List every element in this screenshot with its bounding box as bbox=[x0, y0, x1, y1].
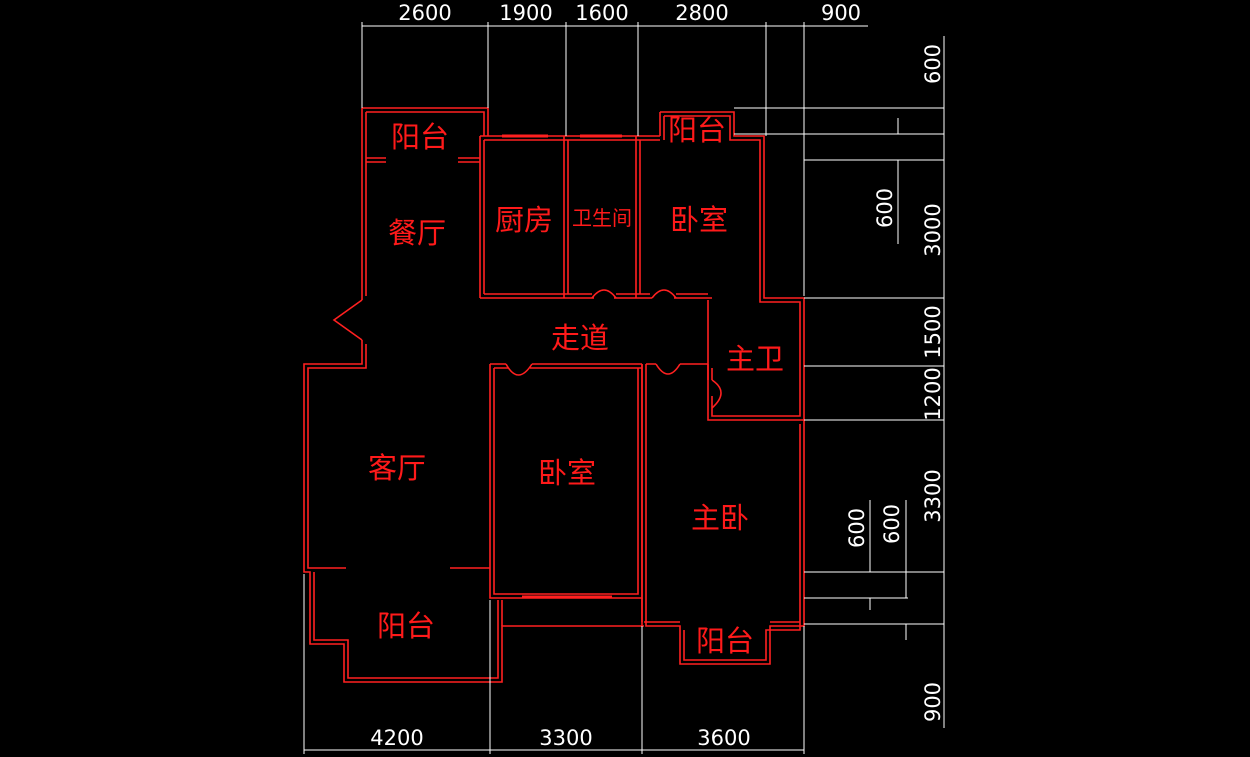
room-label-master-bedroom: 主卧 bbox=[691, 501, 749, 535]
dim-top-3: 1600 bbox=[575, 1, 628, 25]
room-label-balcony-se: 阳台 bbox=[696, 624, 754, 658]
room-label-bedroom-ne: 卧室 bbox=[670, 203, 728, 237]
dim-top-4: 2800 bbox=[675, 1, 728, 25]
dim-inner-1: 600 bbox=[873, 188, 897, 228]
room-label-bedroom-center: 卧室 bbox=[538, 456, 596, 490]
room-label-balcony-sw: 阳台 bbox=[377, 609, 435, 643]
door-swings bbox=[332, 289, 722, 409]
room-label-living: 客厅 bbox=[368, 451, 426, 485]
room-label-corridor: 走道 bbox=[551, 321, 609, 355]
dim-inner-3: 600 bbox=[880, 504, 904, 544]
dim-bottom-1: 4200 bbox=[370, 726, 423, 750]
dim-top-5: 900 bbox=[821, 1, 861, 25]
dim-right-2: 3000 bbox=[921, 203, 945, 256]
room-label-kitchen: 厨房 bbox=[495, 203, 553, 237]
dim-bottom-2: 3300 bbox=[539, 726, 592, 750]
dimension-lines bbox=[303, 22, 945, 754]
dim-top-2: 1900 bbox=[499, 1, 552, 25]
dim-top-1: 2600 bbox=[398, 1, 451, 25]
windows bbox=[502, 134, 622, 599]
room-label-bathroom: 卫生间 bbox=[572, 206, 632, 230]
dim-inner-2: 600 bbox=[845, 508, 869, 548]
room-label-balcony-nw: 阳台 bbox=[391, 120, 449, 154]
room-label-master-bath: 主卫 bbox=[726, 342, 784, 376]
dim-right-4: 1200 bbox=[921, 367, 945, 420]
walls bbox=[303, 107, 805, 683]
dim-right-3: 1500 bbox=[921, 305, 945, 358]
room-label-balcony-ne: 阳台 bbox=[668, 113, 726, 147]
dim-right-5: 3300 bbox=[921, 469, 945, 522]
room-label-dining: 餐厅 bbox=[388, 216, 446, 250]
dim-bottom-3: 3600 bbox=[697, 726, 750, 750]
dim-right-6: 900 bbox=[921, 682, 945, 722]
dim-right-1: 600 bbox=[921, 44, 945, 84]
